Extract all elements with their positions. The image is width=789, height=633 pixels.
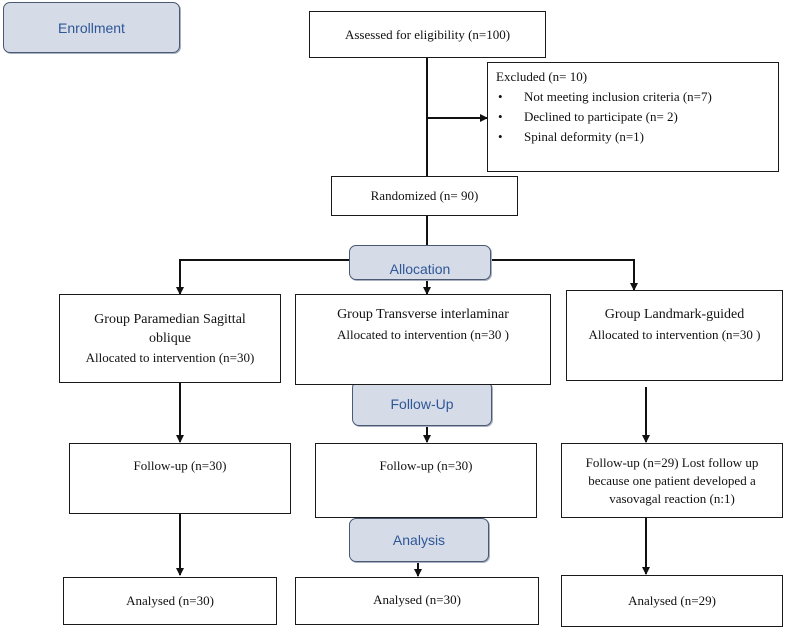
group-3-analysed-box: Analysed (n=29) <box>561 575 783 627</box>
group-2-followup-box: Follow-up (n=30) <box>315 443 537 518</box>
excluded-reason: •Spinal deformity (n=1) <box>498 129 644 144</box>
group-name-line: Group Landmark-guided <box>604 307 745 322</box>
followup-label: Follow-up (n=29) Lost follow up <box>585 454 759 470</box>
group-1-followup-box: Follow-up (n=30) <box>69 443 291 514</box>
group-1-analysed-box: Analysed (n=30) <box>63 577 277 625</box>
phase-enrollment: Enrollment <box>3 2 180 53</box>
excluded-reason: •Declined to participate (n= 2) <box>498 109 678 124</box>
group-1-allocation-box: Group Paramedian Sagittal oblique Alloca… <box>59 294 281 383</box>
analysed-label: Analysed (n=29) <box>628 593 716 608</box>
group-3-followup-box: Follow-up (n=29) Lost follow up because … <box>561 443 783 518</box>
analysed-label: Analysed (n=30) <box>126 593 214 608</box>
phase-follow-up: Follow-Up <box>352 381 492 426</box>
followup-label: Follow-up (n=30) <box>379 458 473 473</box>
group-2-analysed-box: Analysed (n=30) <box>295 577 539 625</box>
assessed-box: Assessed for eligibility (n=100) <box>309 11 546 58</box>
excluded-title: Excluded (n= 10) <box>496 69 588 84</box>
excluded-reasons: •Not meeting inclusion criteria (n=7) •D… <box>496 87 770 147</box>
allocated-label: Allocated to intervention (n=30 ) <box>588 327 761 342</box>
excluded-box: Excluded (n= 10) •Not meeting inclusion … <box>487 62 779 172</box>
excluded-reason: •Not meeting inclusion criteria (n=7) <box>498 89 712 104</box>
group-name-line: Group Paramedian Sagittal <box>94 312 246 327</box>
assessed-label: Assessed for eligibility (n=100) <box>344 26 511 42</box>
randomized-box: Randomized (n= 90) <box>331 176 518 216</box>
followup-label: Follow-up (n=30) <box>133 458 227 473</box>
followup-label: vasovagal reaction (n:1) <box>609 490 735 506</box>
group-name-line: Group Transverse interlaminar <box>337 307 509 322</box>
allocated-label: Allocated to intervention (n=30 ) <box>337 327 509 342</box>
analysed-label: Analysed (n=30) <box>373 592 461 607</box>
group-3-allocation-box: Group Landmark-guided Allocated to inter… <box>566 290 783 381</box>
randomized-label: Randomized (n= 90) <box>370 188 479 203</box>
phase-analysis: Analysis <box>349 518 489 562</box>
group-2-allocation-box: Group Transverse interlaminar Allocated … <box>295 294 551 385</box>
phase-allocation: Allocation <box>349 245 491 280</box>
allocated-label: Allocated to intervention (n=30) <box>85 350 255 365</box>
followup-label: because one patient developed a <box>588 472 756 488</box>
group-name-line: oblique <box>149 331 191 346</box>
